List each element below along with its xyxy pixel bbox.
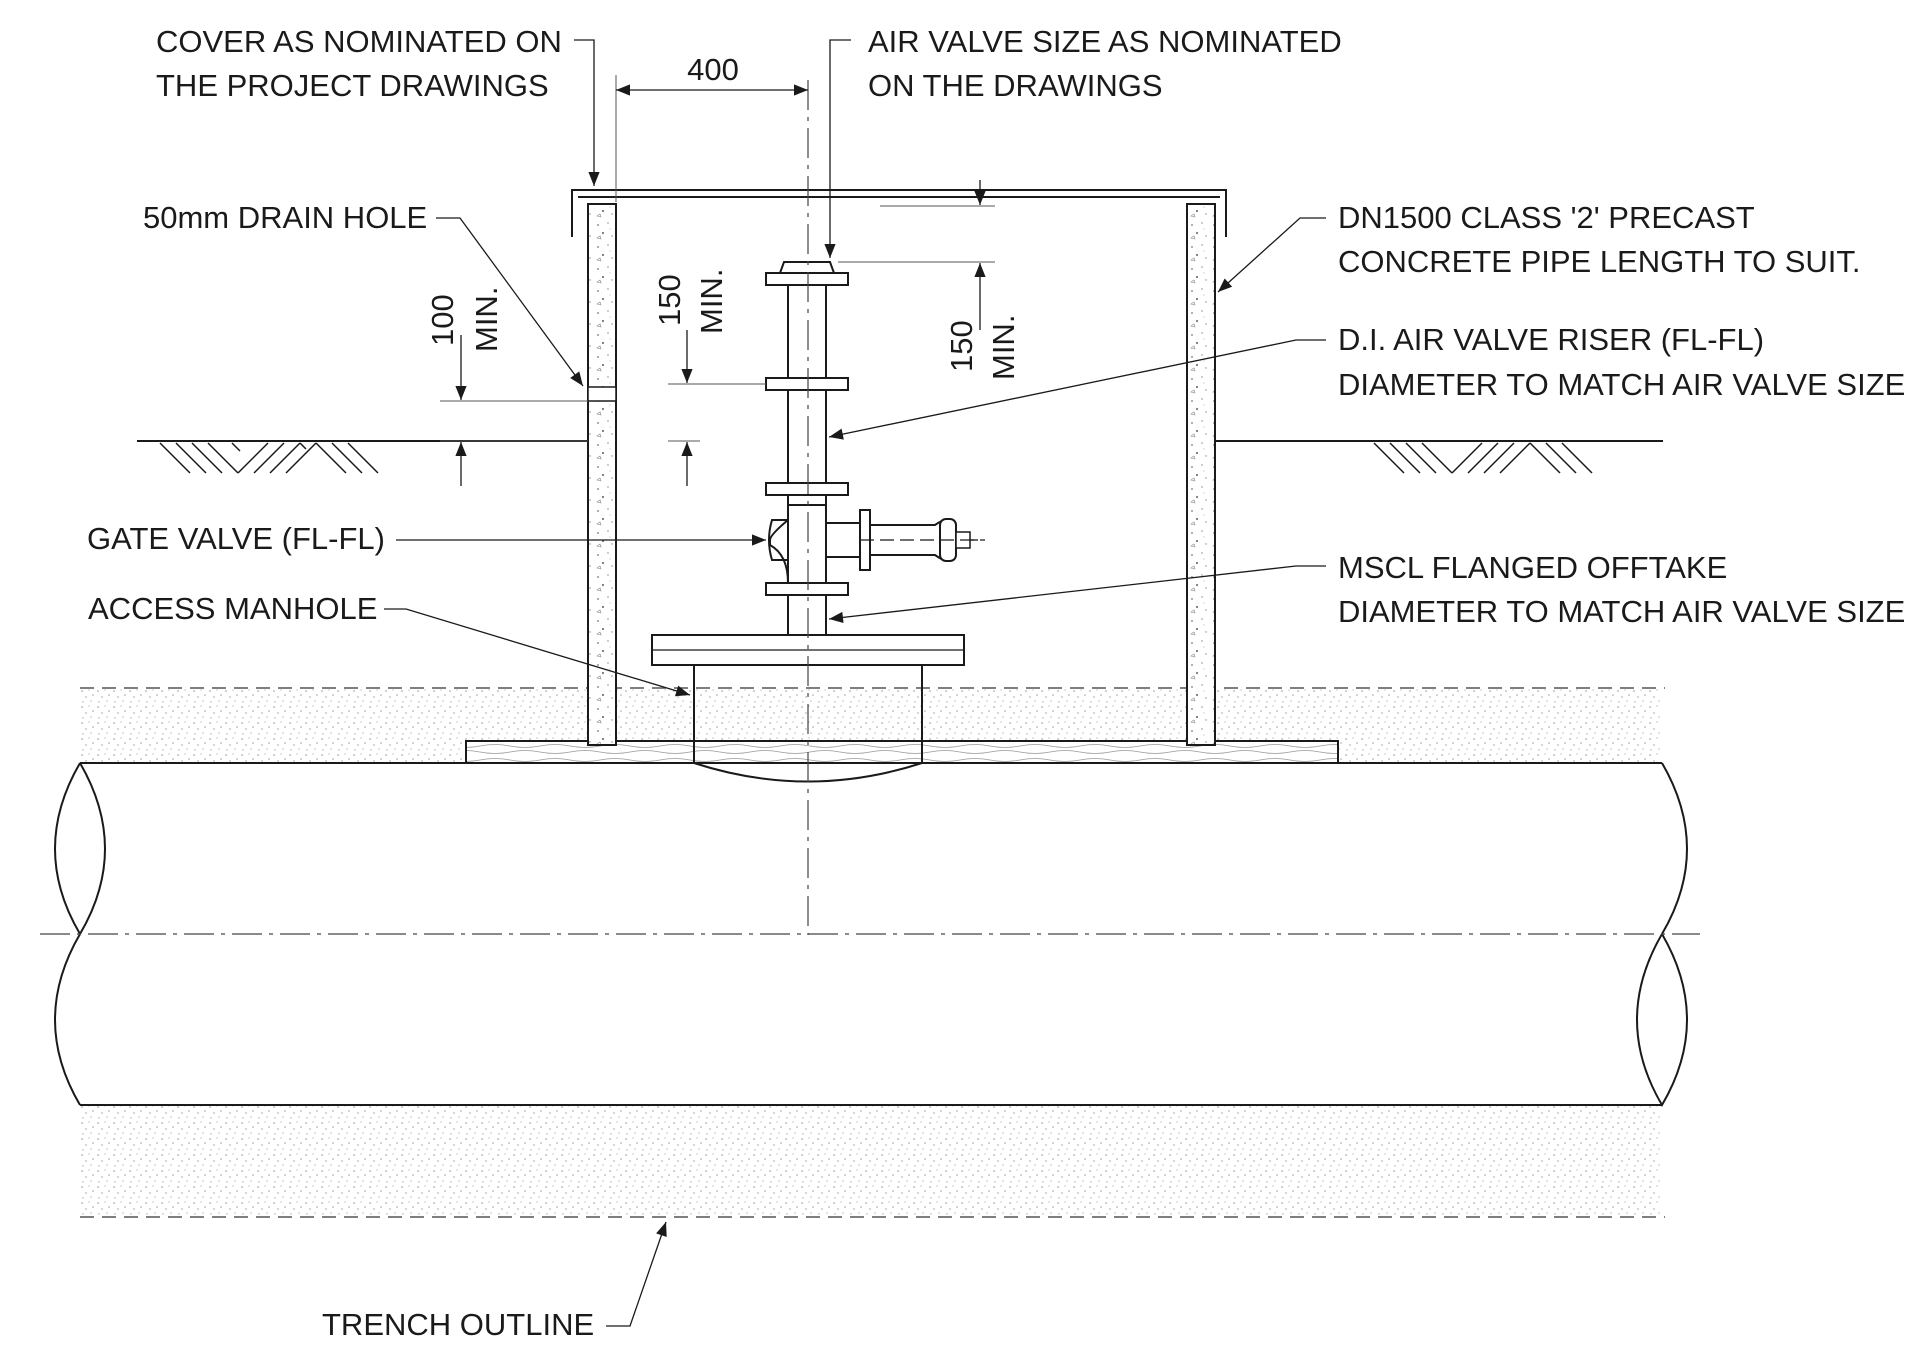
precast-pipe-label-line2: CONCRETE PIPE LENGTH TO SUIT.	[1338, 244, 1861, 279]
main-pipeline	[40, 762, 1700, 1107]
dimension-valve-min: MIN.	[694, 269, 729, 334]
callout-access-manhole: ACCESS MANHOLE	[88, 591, 691, 697]
callout-riser: D.I. AIR VALVE RISER (FL-FL) DIAMETER TO…	[828, 322, 1908, 440]
cover-label-line2: THE PROJECT DRAWINGS	[156, 68, 549, 103]
dimension-drain-min: MIN.	[469, 287, 504, 352]
callout-air-valve: AIR VALVE SIZE AS NOMINATED ON THE DRAWI…	[824, 24, 1342, 258]
dimension-400-label: 400	[687, 52, 739, 87]
callout-cover: COVER AS NOMINATED ON THE PROJECT DRAWIN…	[156, 24, 600, 186]
air-valve-label-line2: ON THE DRAWINGS	[868, 68, 1163, 103]
dimension-drain-value: 100	[425, 294, 460, 346]
dimension-valve-value: 150	[652, 274, 687, 326]
callout-drain-hole: 50mm DRAIN HOLE	[143, 200, 584, 387]
dimension-drain-100: 100 MIN.	[425, 287, 588, 486]
chamber-wall-left	[587, 203, 617, 746]
drain-hole	[587, 386, 617, 402]
dimension-cover-value: 150	[944, 320, 979, 372]
chamber-wall-right	[1186, 203, 1216, 746]
drain-hole-label: 50mm DRAIN HOLE	[143, 200, 427, 235]
air-valve-label-line1: AIR VALVE SIZE AS NOMINATED	[868, 24, 1342, 59]
trench-label: TRENCH OUTLINE	[322, 1307, 594, 1342]
riser-label-line1: D.I. AIR VALVE RISER (FL-FL)	[1338, 322, 1764, 357]
callout-trench: TRENCH OUTLINE	[322, 1221, 667, 1342]
dimension-valve-150: 150 MIN.	[652, 269, 766, 486]
callout-precast-pipe: DN1500 CLASS '2' PRECAST CONCRETE PIPE L…	[1217, 200, 1861, 293]
precast-pipe-label-line1: DN1500 CLASS '2' PRECAST	[1338, 200, 1755, 235]
cover-label-line1: COVER AS NOMINATED ON	[156, 24, 562, 59]
access-manhole-label: ACCESS MANHOLE	[88, 591, 377, 626]
offtake-label-line2: DIAMETER TO MATCH AIR VALVE SIZE.	[1338, 594, 1908, 629]
ground-line-left	[137, 440, 587, 474]
dimension-cover-min: MIN.	[986, 315, 1021, 380]
trench-bedding	[80, 687, 1665, 1218]
dimension-400: 400	[615, 52, 808, 202]
riser-label-line2: DIAMETER TO MATCH AIR VALVE SIZE.	[1338, 367, 1908, 402]
dimension-cover-150: 150 MIN.	[838, 180, 1021, 380]
ground-line-right	[1216, 440, 1663, 474]
air-valve-assembly	[765, 261, 985, 636]
gate-valve-label: GATE VALVE (FL-FL)	[87, 521, 385, 556]
bedding-plank	[465, 740, 1339, 764]
chamber-cover	[571, 189, 1227, 237]
callout-gate-valve: GATE VALVE (FL-FL)	[87, 521, 766, 556]
callout-offtake: MSCL FLANGED OFFTAKE DIAMETER TO MATCH A…	[828, 550, 1908, 629]
offtake-label-line1: MSCL FLANGED OFFTAKE	[1338, 550, 1727, 585]
precast-concrete-chamber	[465, 203, 1339, 764]
